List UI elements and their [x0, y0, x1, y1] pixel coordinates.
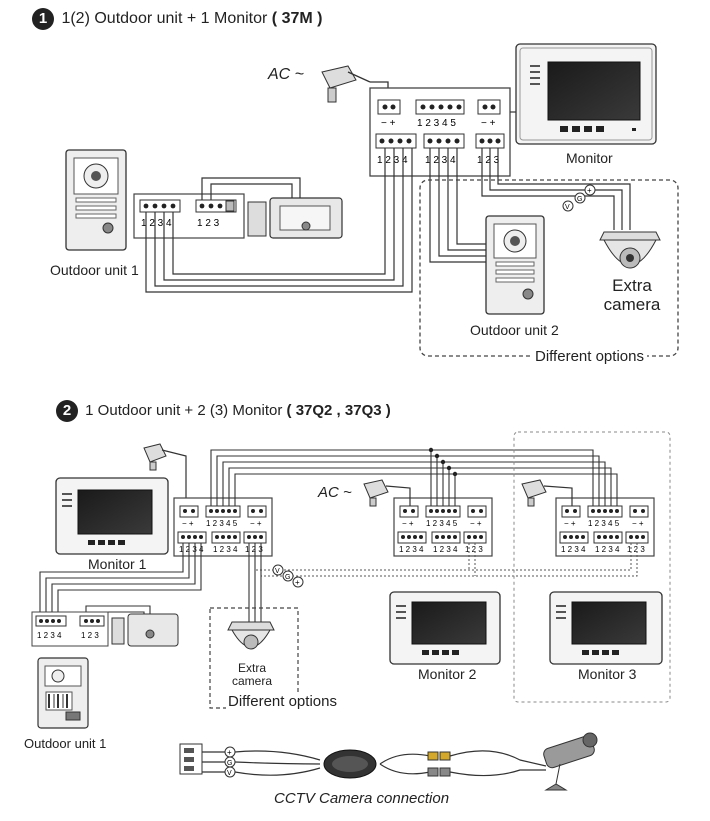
section1-model: ( 37M ): [271, 10, 323, 28]
s2-1-1234-b: 1 2 3 4: [213, 545, 238, 554]
s2-1-pm-b: − +: [250, 519, 262, 528]
s2-1-12345: 1 2 3 4 5: [206, 519, 238, 528]
monitor-device-s2-1: [55, 477, 169, 555]
ac-adapter-s2-1: [143, 443, 187, 502]
ac-label-1: AC ~: [268, 66, 305, 83]
lock-terminal-block-1: [133, 193, 245, 239]
cctv-label: CCTV Camera connection: [274, 790, 450, 807]
section2-text: 1 Outdoor unit + 2 (3) Monitor: [85, 401, 283, 419]
extra-camera-label-1: Extra camera: [596, 276, 668, 314]
section1-heading: 1 1(2) Outdoor unit + 1 Monitor ( 37M ): [32, 8, 322, 30]
section1-badge: 1: [32, 8, 54, 30]
marker-v-3: V: [227, 770, 232, 777]
section2-badge: 2: [56, 400, 78, 422]
outdoor-unit-2-label: Outdoor unit 2: [470, 322, 559, 338]
ac-adapter-s2-3: [521, 479, 573, 507]
s2-1-123: 1 2 3: [245, 545, 263, 554]
marker-v-1: V: [565, 204, 570, 211]
outdoor-unit-device-2: [485, 215, 545, 315]
s2-3-1234-b: 1 2 3 4: [595, 545, 620, 554]
term-pm-a: − +: [381, 118, 396, 129]
term-1234-c: 1 2 3 4: [141, 218, 172, 229]
monitor-device-s2-3: [549, 591, 663, 665]
section1-text: 1(2) Outdoor unit + 1 Monitor: [61, 10, 268, 28]
term-pm-b: − +: [481, 118, 496, 129]
ac-label-2: AC ~: [318, 484, 352, 501]
marker-plus-3: +: [227, 748, 232, 757]
monitor-label: Monitor: [566, 150, 613, 166]
s2-3-1234-a: 1 2 3 4: [561, 545, 586, 554]
extra-camera-1-line1: Extra: [612, 276, 652, 295]
wires-outdoor-s2: [39, 543, 262, 622]
bus-junctions: [428, 447, 458, 477]
terminal-panel-1: [369, 87, 511, 177]
s2-2-pm-b: − +: [470, 519, 482, 528]
extra-camera-1-line2: camera: [603, 295, 661, 314]
term-123-a: 1 2 3: [477, 155, 500, 166]
extra-camera-2-line1: Extra: [237, 661, 266, 675]
dots-s2-1: [181, 509, 263, 539]
different-options-label-2: Different options: [226, 693, 339, 710]
term-123-c: 1 2 3: [197, 218, 220, 229]
marker-v-2: V: [275, 568, 280, 575]
different-options-label-1: Different options: [532, 348, 647, 365]
s2-2-1234-b: 1 2 3 4: [433, 545, 458, 554]
s2-1-pm-a: − +: [182, 519, 194, 528]
term-1234-a: 1 2 3 4: [377, 155, 408, 166]
electric-lock-2: [111, 613, 179, 647]
outdoor-unit-1-label-b: Outdoor unit 1: [24, 736, 107, 751]
s2-3-123: 1 2 3: [627, 545, 645, 554]
dc-connector: [427, 751, 451, 777]
bus-wires-s2: [210, 449, 618, 506]
marker-g-3: G: [227, 760, 232, 767]
outdoor-unit-device-1b: [37, 657, 89, 729]
wires-section-1: [145, 111, 631, 293]
s2-3-12345: 1 2 3 4 5: [588, 519, 620, 528]
s2-2-12345: 1 2 3 4 5: [426, 519, 458, 528]
lock-terminal-block-2: [31, 611, 109, 647]
monitor-1-label: Monitor 1: [88, 556, 147, 572]
marker-plus-1: +: [587, 186, 592, 195]
cctv-connector: [179, 743, 236, 778]
cable-coil: [323, 749, 377, 779]
extra-camera-label-2: Extra camera: [228, 662, 276, 688]
term-123-d: 1 2 3: [81, 631, 99, 640]
marker-plus-2: +: [295, 578, 300, 587]
s2-1-1234-a: 1 2 3 4: [179, 545, 204, 554]
extra-camera-2-line2: camera: [231, 674, 272, 688]
outdoor-unit-1-label-a: Outdoor unit 1: [50, 262, 139, 278]
monitor-device-1: [515, 43, 657, 145]
s2-3-pm-b: − +: [632, 519, 644, 528]
monitor-3-label: Monitor 3: [578, 666, 637, 682]
monitor-2-label: Monitor 2: [418, 666, 477, 682]
dots-s2-2: [401, 509, 483, 539]
electric-lock-1: [247, 197, 343, 239]
s2-2-1234-a: 1 2 3 4: [399, 545, 424, 554]
ac-adapter-1: [321, 65, 389, 103]
term-1234-d: 1 2 3 4: [37, 631, 62, 640]
term-1234-b: 1 2 3 4: [425, 155, 456, 166]
section2-model: ( 37Q2 , 37Q3 ): [286, 401, 391, 419]
s2-2-123: 1 2 3: [465, 545, 483, 554]
extra-camera-device-2: [227, 621, 275, 650]
options-box-3: [513, 431, 671, 703]
monitor-device-s2-2: [389, 591, 501, 665]
dots-s2-3: [563, 509, 645, 539]
ac-adapter-s2-2: [363, 479, 411, 507]
extra-camera-device-1: [599, 231, 661, 269]
s2-3-pm-a: − +: [564, 519, 576, 528]
dots-lock-2: [39, 619, 100, 623]
bullet-camera: [543, 732, 598, 791]
marker-g-1: G: [577, 196, 582, 203]
cctv-cables: [202, 750, 547, 777]
cable-markers-2: [272, 564, 304, 588]
outdoor-unit-device-1a: [65, 149, 127, 251]
section2-heading: 2 1 Outdoor unit + 2 (3) Monitor ( 37Q2 …: [56, 400, 391, 422]
marker-g-2: G: [285, 574, 290, 581]
s2-2-pm-a: − +: [402, 519, 414, 528]
cable-markers-1: [562, 184, 596, 212]
term-12345-a: 1 2 3 4 5: [417, 118, 456, 129]
